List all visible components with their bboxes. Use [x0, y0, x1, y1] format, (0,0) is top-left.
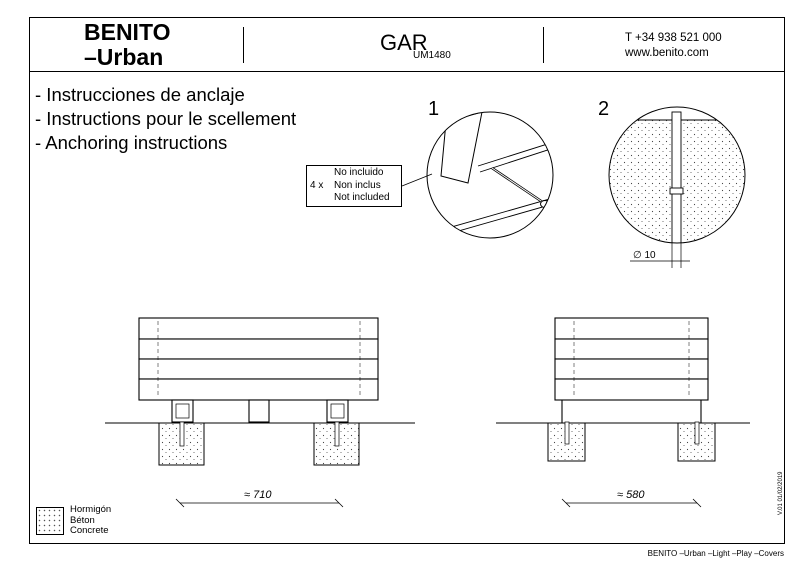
- instructions-list: - Instrucciones de anclaje - Instruction…: [35, 83, 296, 155]
- model-name: GAR: [380, 30, 428, 55]
- not-included-en: Not included: [334, 192, 390, 203]
- dimension-line-side: [561, 498, 702, 508]
- planter-front-view: [138, 317, 379, 423]
- instruction-es: - Instrucciones de anclaje: [35, 84, 245, 105]
- sheet-frame: [29, 17, 785, 544]
- step-1-number: 1: [428, 98, 440, 120]
- concrete-footings-front: [158, 421, 360, 466]
- brand-logo: BENITO –Urban: [84, 20, 170, 70]
- concrete-legend: Hormigón Béton Concrete: [70, 504, 112, 537]
- footer-brands: BENITO –Urban –Light –Play –Covers: [647, 549, 784, 558]
- legend-es: Hormigón: [70, 504, 112, 515]
- concrete-legend-swatch: [36, 507, 64, 535]
- header-separator-left: [243, 27, 244, 63]
- dimension-side-label: ≈ 580: [617, 489, 645, 501]
- not-included-labels: No incluido Non inclus Not included: [334, 167, 390, 205]
- header-divider: [29, 71, 785, 72]
- website-link[interactable]: www.benito.com: [625, 47, 709, 59]
- dimension-line-front: [175, 498, 344, 508]
- diameter-dimension: [630, 243, 690, 268]
- dimension-front-label: ≈ 710: [244, 489, 272, 501]
- instruction-fr: - Instructions pour le scellement: [35, 108, 297, 129]
- phone-number: T +34 938 521 000: [625, 32, 722, 44]
- version-label: V.01 01/02/2019: [778, 471, 784, 516]
- concrete-footings-side: [547, 421, 716, 462]
- model-code: UM1480: [413, 50, 451, 61]
- not-included-es: No incluido: [334, 167, 384, 178]
- header-separator-right: [543, 27, 544, 63]
- instruction-en: - Anchoring instructions: [35, 132, 228, 153]
- not-included-fr: Non inclus: [334, 179, 381, 191]
- step-2-number: 2: [598, 98, 610, 120]
- detail-1-circle: [426, 111, 554, 239]
- diameter-label: ∅ 10: [633, 250, 656, 261]
- legend-en: Concrete: [70, 525, 109, 536]
- planter-side-view: [554, 317, 709, 423]
- not-included-quantity: 4 x: [310, 180, 324, 191]
- legend-fr: Béton: [70, 514, 95, 526]
- not-included-box: [306, 165, 402, 207]
- contact-info: T +34 938 521 000 www.benito.com: [625, 31, 722, 61]
- brand-line-1: BENITO: [84, 19, 171, 45]
- brand-line-2: –Urban: [84, 44, 164, 70]
- detail-2-circle: [608, 106, 746, 244]
